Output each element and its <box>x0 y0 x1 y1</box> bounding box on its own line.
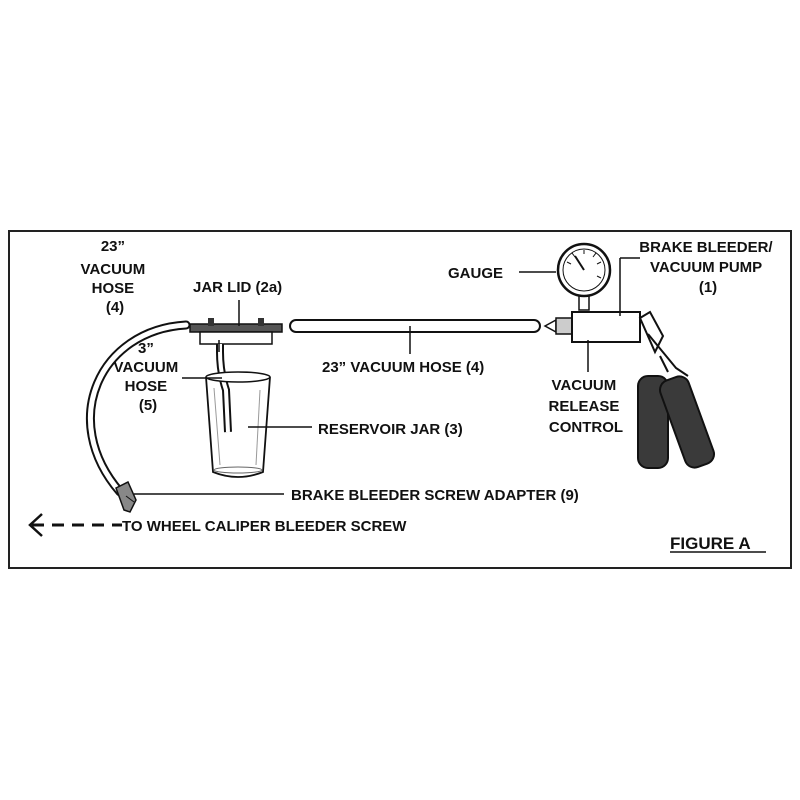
gauge <box>556 242 612 311</box>
pump-body <box>571 311 641 343</box>
long-vacuum-hose-middle <box>289 319 541 333</box>
hose-connector <box>543 318 557 334</box>
label-reservoir-jar: RESERVOIR JAR (3) <box>318 421 463 438</box>
label-long-hose-left: 23” VACUUM HOSE (4) <box>81 238 150 316</box>
label-jar-lid: JAR LID (2a) <box>193 279 282 296</box>
bleeder-screw-adapter <box>115 480 137 513</box>
label-short-hose: 3” VACUUM HOSE (5) <box>114 340 183 414</box>
label-adapter: BRAKE BLEEDER SCREW ADAPTER (9) <box>291 487 579 504</box>
long-vacuum-hose-left <box>86 320 191 497</box>
label-caliper: TO WHEEL CALIPER BLEEDER SCREW <box>122 518 407 535</box>
pump-handles <box>637 310 716 469</box>
reservoir-jar <box>205 371 271 478</box>
caliper-arrow <box>28 513 122 537</box>
label-release-control: VACUUM RELEASE CONTROL <box>548 377 623 436</box>
figure-frame <box>8 230 792 569</box>
short-vacuum-hose <box>216 344 232 433</box>
label-pump: BRAKE BLEEDER/ VACUUM PUMP (1) <box>639 239 777 296</box>
leader-lines <box>134 257 640 495</box>
figure-caption: FIGURE A <box>670 534 751 553</box>
label-gauge: GAUGE <box>448 265 503 282</box>
label-middle-hose: 23” VACUUM HOSE (4) <box>322 359 484 376</box>
jar-lid <box>189 318 283 345</box>
